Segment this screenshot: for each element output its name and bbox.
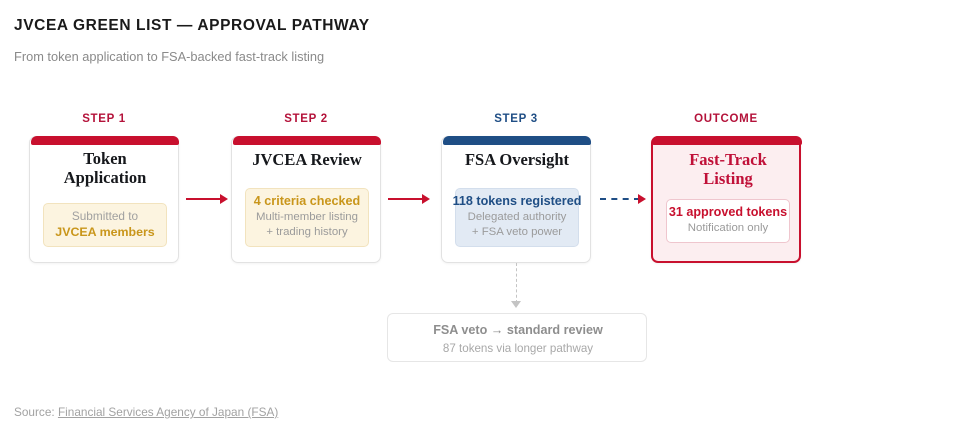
outcome-title-line2: Listing (703, 169, 753, 189)
outcome-detail-head: 31 approved tokens (668, 205, 788, 219)
arrow-head (220, 194, 228, 204)
step-card-1[interactable]: Token Application Submitted to JVCEA mem… (29, 136, 179, 263)
step-label-2: STEP 2 (284, 113, 328, 125)
arrow-shaft (186, 198, 222, 201)
flow-step-jvcea-review[interactable]: STEP 2 JVCEA Review 4 criteria checked M… (231, 113, 381, 263)
source-link[interactable]: Financial Services Agency of Japan (FSA) (57, 405, 279, 419)
flow-step-outcome-fast-track[interactable]: OUTCOME Fast-Track Listing 31 approved t… (651, 113, 802, 263)
outcome-title: Fast-Track Listing (657, 150, 799, 189)
arrow-shaft (388, 198, 424, 201)
step-label-3: STEP 3 (494, 113, 538, 125)
step-title-3: FSA Oversight (464, 150, 570, 169)
source-note: Source: Financial Services Agency of Jap… (14, 405, 278, 419)
veto-branch-connector (516, 263, 517, 303)
step-detail-panel-2: 4 criteria checked Multi-member listing … (245, 188, 369, 247)
veto-branch-box[interactable]: FSA veto → standard review 87 tokens via… (387, 313, 647, 362)
outcome-card[interactable]: Fast-Track Listing 31 approved tokens No… (651, 136, 802, 263)
arrow-head (422, 194, 430, 204)
outcome-detail-panel: 31 approved tokens Notification only (666, 199, 790, 243)
step-detail-panel-1: Submitted to JVCEA members (43, 203, 167, 248)
veto-branch-arrow-icon (511, 301, 521, 308)
page-subtitle: From token application to FSA-backed fas… (14, 49, 325, 64)
veto-branch-head: FSA veto → standard review (433, 323, 603, 337)
step-label-1: STEP 1 (82, 113, 126, 125)
outcome-detail-sub: Notification only (687, 221, 769, 234)
step-detail-panel-3: 118 tokens registered Delegated authorit… (453, 188, 581, 247)
step-detail-sub-1: JVCEA members (55, 224, 155, 239)
step-title-2: JVCEA Review (252, 150, 362, 169)
arrow-head (638, 194, 646, 204)
step-detail-sub-3a: Delegated authority (467, 210, 567, 223)
step-detail-head-3: 118 tokens registered (452, 194, 582, 208)
arrow-shaft-dashed (600, 198, 640, 200)
step-accent-bar-2 (233, 136, 381, 145)
step-title-1: Token Application (34, 149, 176, 188)
arrow-step2-step3 (388, 193, 432, 205)
step-card-2[interactable]: JVCEA Review 4 criteria checked Multi-me… (231, 136, 381, 263)
step-title-1-line2: Application (63, 168, 147, 188)
step-card-3[interactable]: FSA Oversight 118 tokens registered Dele… (441, 136, 591, 263)
arrow-step3-outcome (600, 193, 650, 205)
step-detail-sub-2a: Multi-member listing (256, 210, 358, 223)
flow-step-token-application[interactable]: STEP 1 Token Application Submitted to JV… (29, 113, 179, 263)
page-title: JVCEA GREEN LIST — APPROVAL PATHWAY (14, 17, 370, 34)
source-prefix: Source: (14, 405, 58, 419)
step-title-1-line1: Token (83, 149, 127, 168)
step-detail-sub-2b: + trading history (266, 225, 348, 238)
step-detail-head-2: 4 criteria checked (253, 194, 361, 208)
step-accent-bar-3 (443, 136, 591, 145)
outcome-title-line1: Fast-Track (689, 150, 767, 169)
veto-branch-sub: 87 tokens via longer pathway (442, 342, 594, 355)
step-accent-bar-1 (31, 136, 179, 145)
flow-step-fsa-oversight[interactable]: STEP 3 FSA Oversight 118 tokens register… (441, 113, 591, 263)
arrow-step1-step2 (186, 193, 230, 205)
step-detail-head-1: Submitted to (71, 209, 139, 223)
step-label-4: OUTCOME (694, 113, 758, 125)
step-detail-sub-3b: + FSA veto power (471, 225, 563, 238)
outcome-accent-bar (652, 136, 802, 145)
